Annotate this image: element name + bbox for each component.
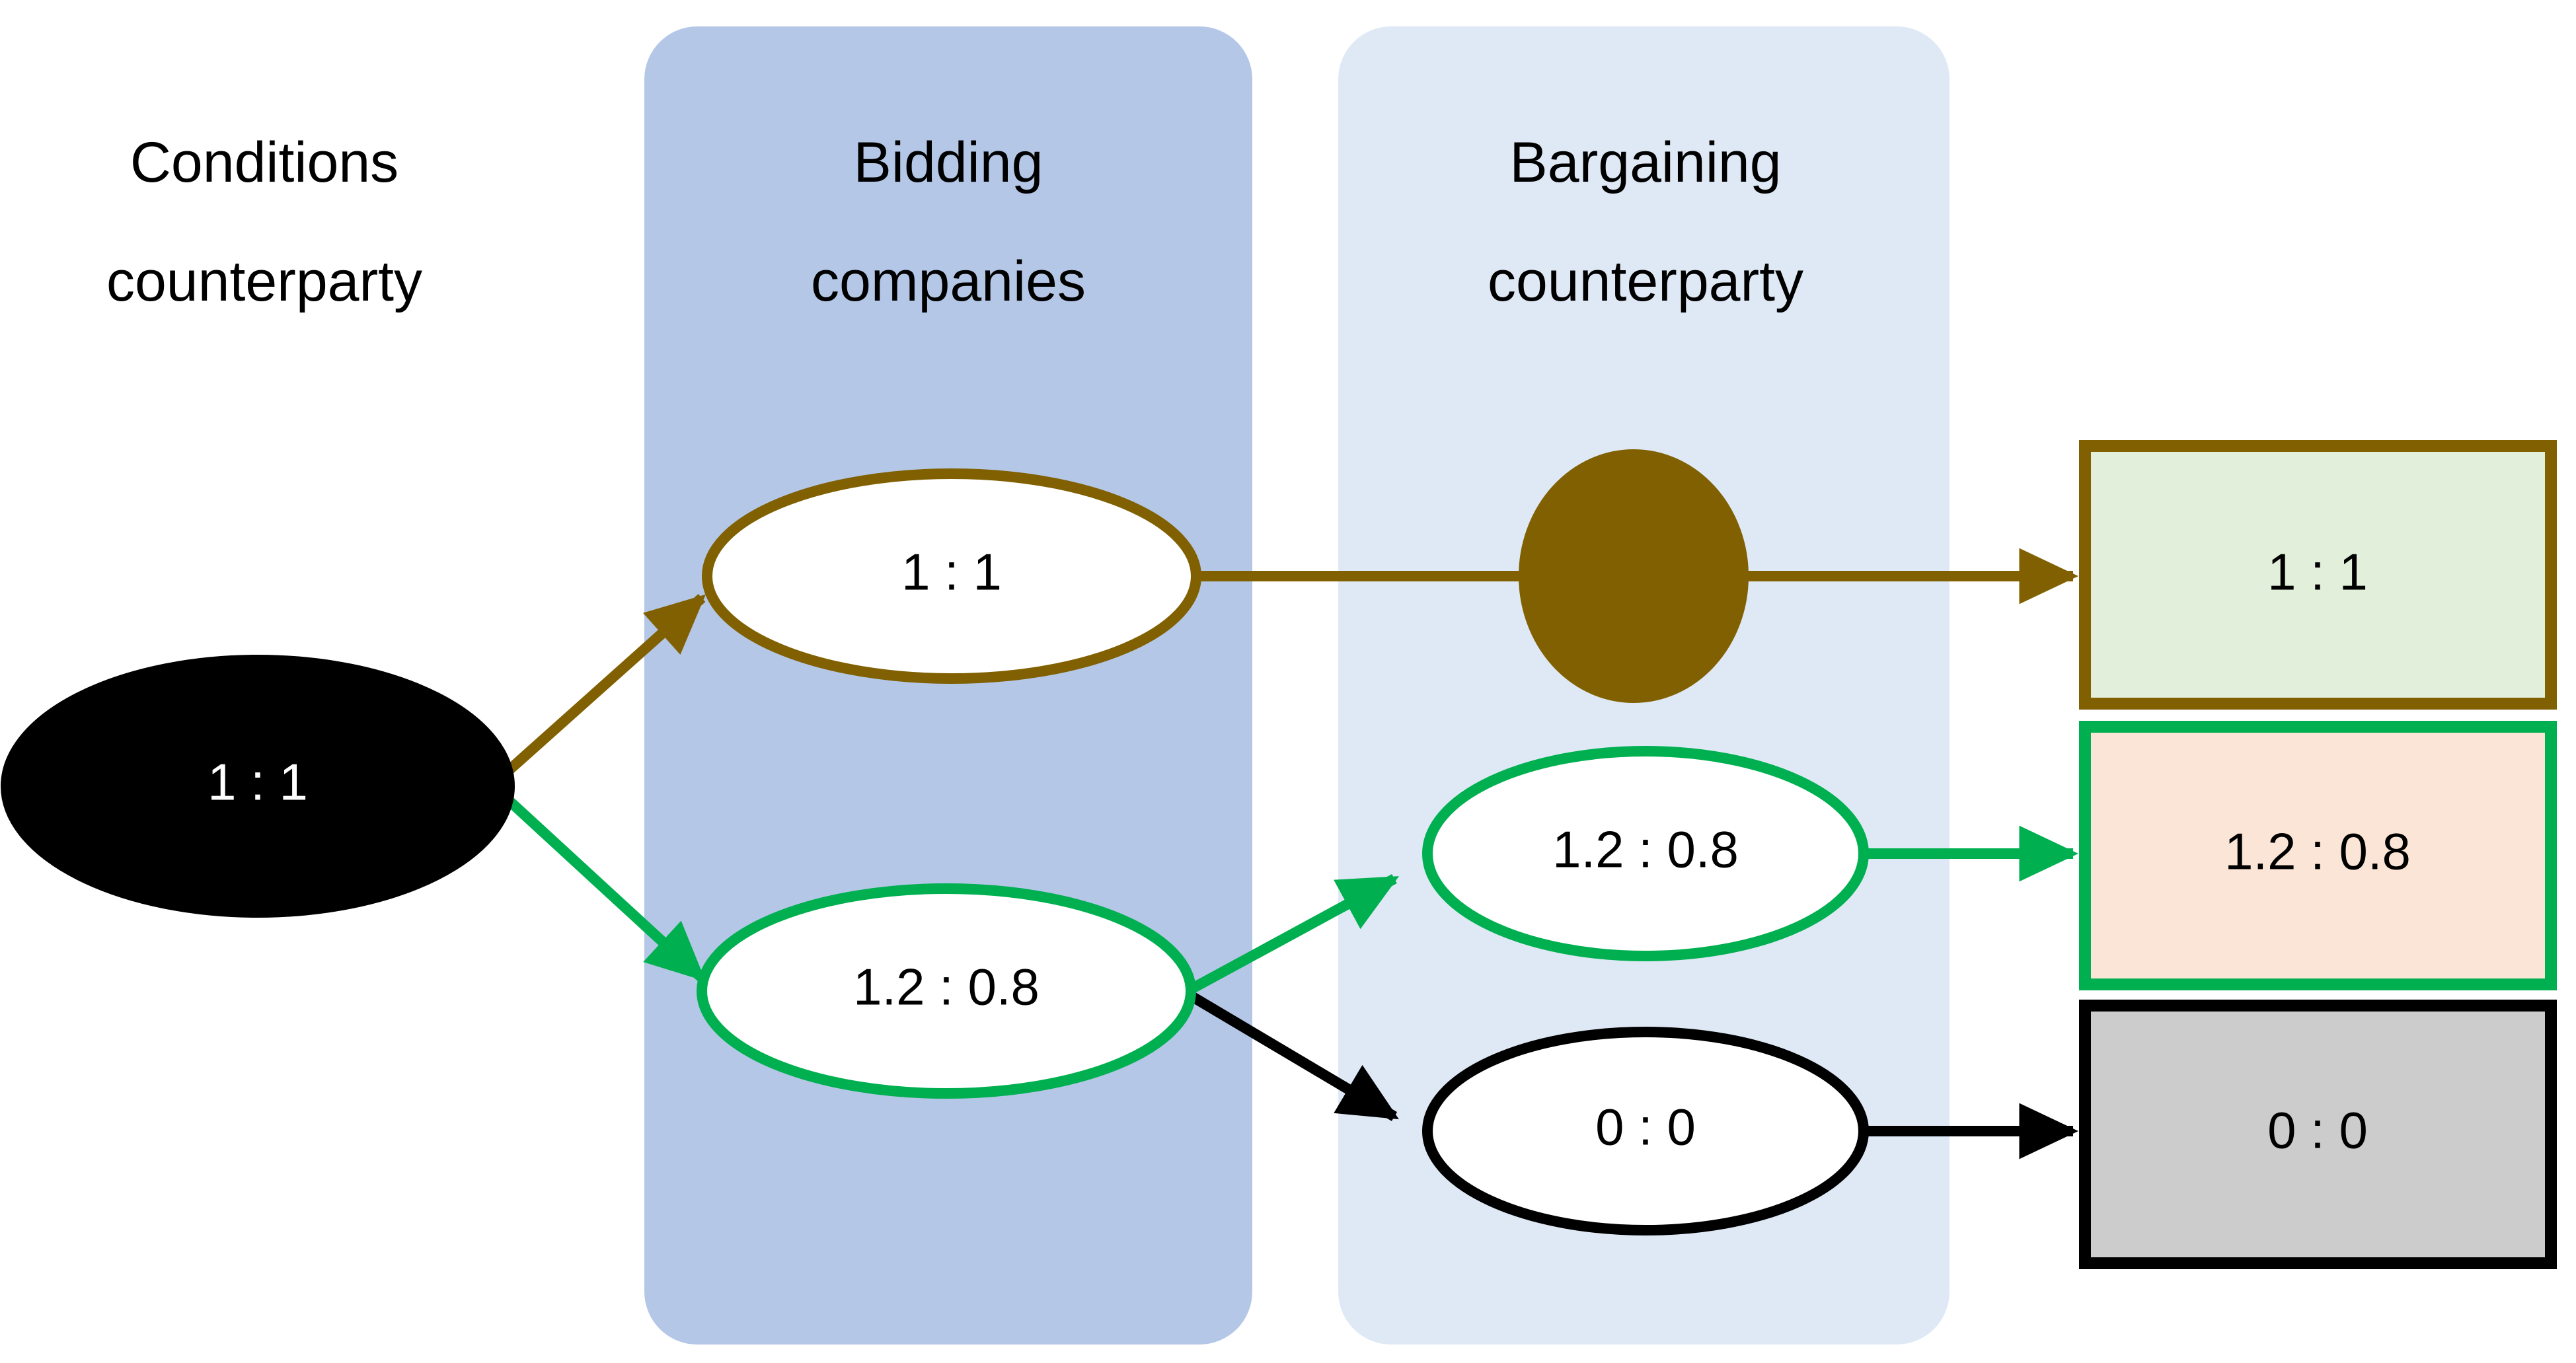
outcome-box-break-label: 0 : 0 — [2267, 1101, 2368, 1160]
node-bargain-break-shape — [1422, 1027, 1869, 1235]
node-bargain-break-label: 0 : 0 — [1595, 1098, 1696, 1156]
node-bid-equal-shape — [702, 468, 1201, 684]
lane-title-bidding-line2: companies — [811, 250, 1086, 313]
node-bid-unequal[interactable]: 1.2 : 0.8 — [697, 883, 1196, 1099]
edge-bid-unequal-to-bargain-break — [1183, 988, 1399, 1121]
outcome-box-break[interactable]: 0 : 0 — [2079, 1000, 2557, 1269]
node-bargain-break[interactable]: 0 : 0 — [1422, 1027, 1869, 1235]
node-root-label: 1 : 1 — [208, 753, 308, 811]
lane-title-conditions-line1: Conditions — [130, 131, 398, 194]
outcome-box-equal[interactable]: 1 : 1 — [2079, 440, 2557, 710]
node-root-shape — [1, 655, 515, 918]
lane-title-bidding-line1: Bidding — [854, 131, 1043, 194]
lane-title-bargaining-line1: Bargaining — [1509, 131, 1781, 194]
node-bargain-unequal-shape — [1422, 746, 1869, 961]
node-bargain-unequal[interactable]: 1.2 : 0.8 — [1422, 746, 1869, 961]
edge-root-to-bid-equal — [493, 594, 706, 785]
lane-title-bargaining-line2: counterparty — [1488, 250, 1803, 313]
lane-title-conditions-line2: counterparty — [106, 250, 422, 313]
outcome-box-unequal[interactable]: 1.2 : 0.8 — [2079, 721, 2557, 990]
outcome-box-equal-shape — [2079, 440, 2557, 710]
outcome-box-unequal-label: 1.2 : 0.8 — [2224, 823, 2411, 881]
lane-panel-bidding — [644, 26, 1252, 1345]
node-root[interactable]: 1 : 1 — [1, 655, 515, 918]
node-bargain-accept-shape — [1519, 449, 1749, 703]
edge-bid-unequal-to-bargain-unequal — [1185, 873, 1400, 996]
node-bargain-accept[interactable] — [1519, 449, 1749, 703]
outcome-box-unequal-shape — [2079, 721, 2557, 990]
edge-root-to-bid-unequal — [493, 786, 706, 982]
node-bid-unequal-shape — [697, 883, 1196, 1099]
node-bargain-unequal-label: 1.2 : 0.8 — [1552, 821, 1739, 879]
outcome-box-equal-label: 1 : 1 — [2267, 543, 2368, 601]
outcome-box-break-shape — [2079, 1000, 2557, 1269]
node-bid-equal-label: 1 : 1 — [901, 543, 1002, 601]
node-bid-equal[interactable]: 1 : 1 — [702, 468, 1201, 684]
node-bid-unequal-label: 1.2 : 0.8 — [853, 958, 1040, 1016]
